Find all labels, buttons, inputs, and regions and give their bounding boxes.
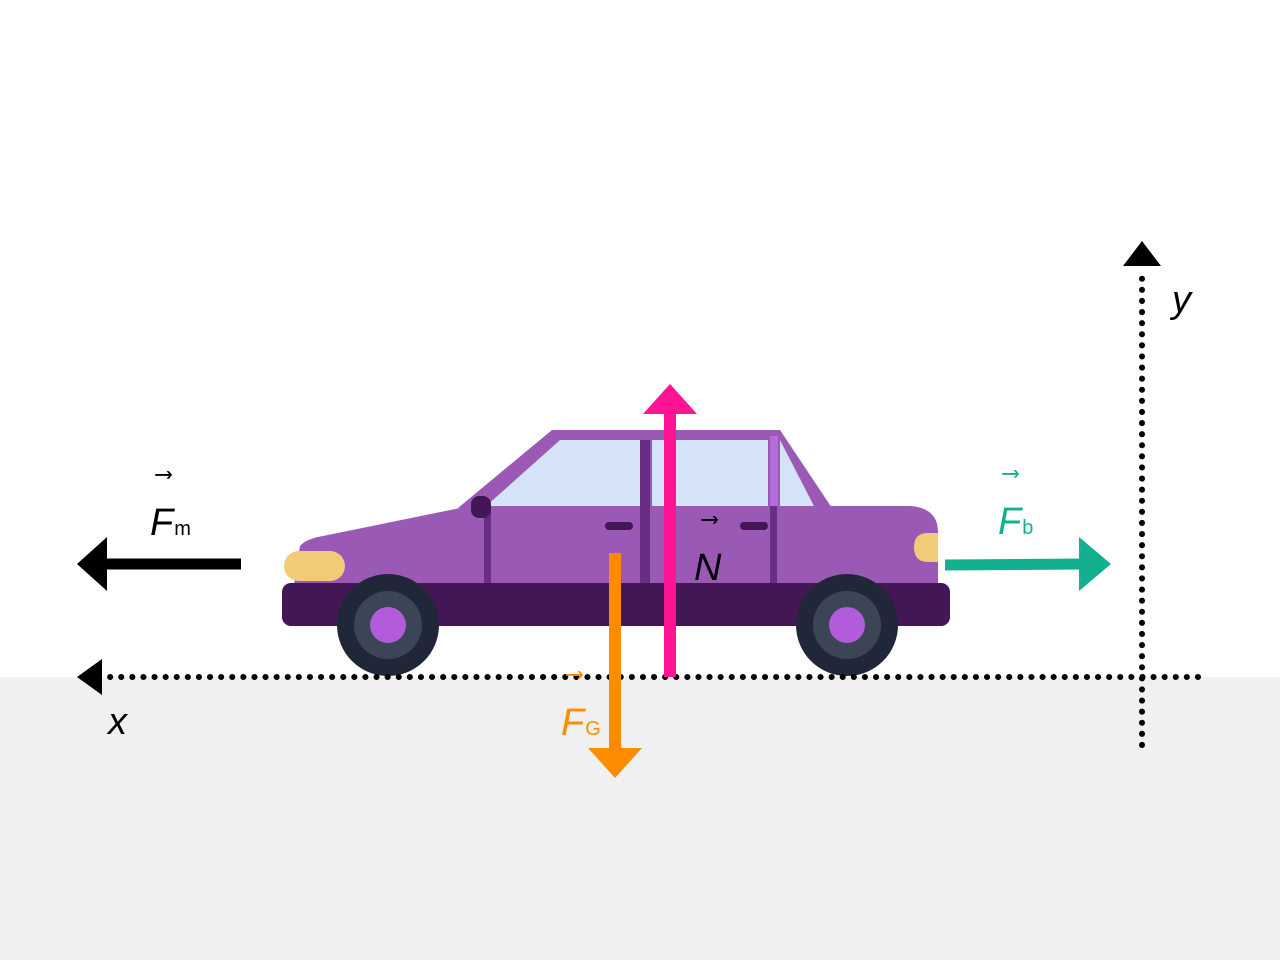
x-axis-label: x xyxy=(106,701,129,743)
y-axis-arrowhead xyxy=(1123,241,1161,266)
car-front-window xyxy=(484,440,640,508)
force-brake-label: Fb xyxy=(998,501,1033,543)
car-door-line-rear xyxy=(770,506,777,602)
force-gravity xyxy=(588,553,642,778)
force-motor xyxy=(77,537,241,591)
force-brake-arrowhead xyxy=(1079,537,1111,591)
car-door-line-middle xyxy=(640,440,650,602)
car-taillight xyxy=(914,533,938,562)
force-gravity-arrowhead xyxy=(588,748,642,778)
car-headlight xyxy=(284,551,345,581)
coordinate-axes: x y xyxy=(77,241,1201,748)
force-normal xyxy=(643,384,697,677)
car-quarter-window xyxy=(780,440,815,508)
force-motor-label: Fm xyxy=(150,502,191,544)
car-side-mirror xyxy=(471,496,491,518)
car-door-line-front xyxy=(484,510,491,602)
force-brake-shaft xyxy=(944,558,1086,571)
car-rear-window xyxy=(652,440,768,508)
car-front-wheel xyxy=(337,574,439,676)
force-gravity-label: FG xyxy=(561,702,601,744)
x-axis-arrowhead xyxy=(77,659,102,695)
car-c-pillar xyxy=(770,436,778,508)
car-door-handle-rear xyxy=(740,522,768,530)
car-rear-wheel xyxy=(796,574,898,676)
ground xyxy=(0,677,1280,960)
force-motor-arrowhead xyxy=(77,537,107,591)
y-axis-label: y xyxy=(1169,279,1193,321)
force-normal-arrowhead xyxy=(643,384,697,414)
force-normal-label: N xyxy=(694,547,722,589)
force-brake xyxy=(944,537,1111,591)
car-door-handle-front xyxy=(605,522,633,530)
